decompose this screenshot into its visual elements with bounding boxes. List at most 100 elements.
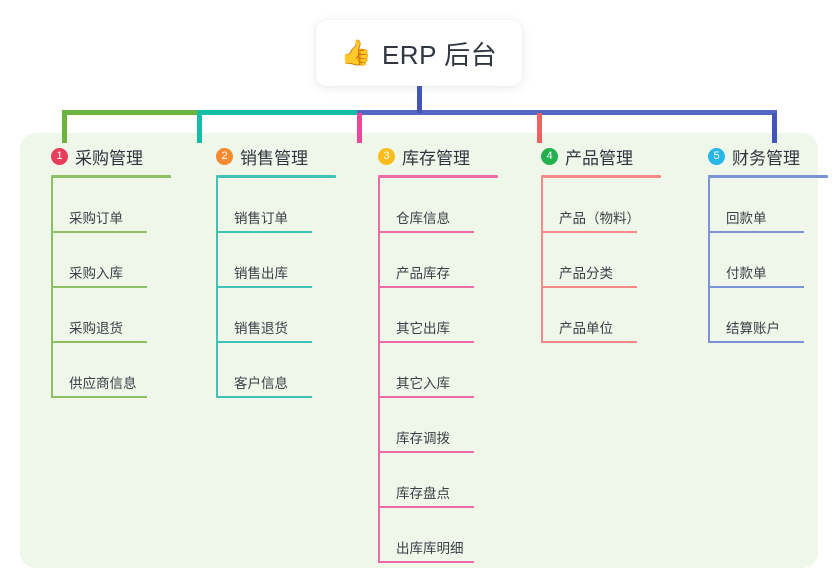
list-item-underline xyxy=(378,396,474,398)
column-header-finance[interactable]: 5 财务管理 xyxy=(690,143,839,169)
list-item[interactable]: 库存盘点 xyxy=(378,453,520,508)
list-item[interactable]: 客户信息 xyxy=(216,343,358,398)
column-spine-purchase xyxy=(51,178,53,398)
list-item[interactable]: 采购退货 xyxy=(51,288,193,343)
badge-number-icon: 2 xyxy=(216,147,233,165)
list-item-underline xyxy=(51,231,147,233)
column-title-finance: 财务管理 xyxy=(732,148,800,168)
list-item-underline xyxy=(51,286,147,288)
list-item-underline xyxy=(378,561,474,563)
column-spine-inventory xyxy=(378,178,380,563)
list-item-underline xyxy=(541,286,637,288)
list-item-label: 客户信息 xyxy=(234,376,288,391)
bus-segment-green xyxy=(62,110,197,115)
list-item-underline xyxy=(378,286,474,288)
bus-segment-teal xyxy=(197,110,357,115)
column-title-inventory: 库存管理 xyxy=(402,148,470,168)
list-item-label: 采购入库 xyxy=(69,266,123,281)
list-item-label: 产品单位 xyxy=(559,321,613,336)
list-item-label: 库存调拨 xyxy=(396,431,450,446)
list-item[interactable]: 付款单 xyxy=(708,233,839,288)
list-item[interactable]: 结算账户 xyxy=(708,288,839,343)
column-header-inventory[interactable]: 3 库存管理 xyxy=(360,143,520,169)
list-item[interactable]: 其它入库 xyxy=(378,343,520,398)
column-header-sales[interactable]: 2 销售管理 xyxy=(198,143,358,169)
badge-number-icon: 3 xyxy=(378,147,395,165)
column-inventory: 3 库存管理仓库信息产品库存其它出库其它入库库存调拨库存盘点出库库明细 xyxy=(360,143,520,563)
list-item[interactable]: 销售出库 xyxy=(216,233,358,288)
list-item-underline xyxy=(708,286,804,288)
column-sales: 2 销售管理销售订单销售出库销售退货客户信息 xyxy=(198,143,358,398)
drop-purchase xyxy=(62,113,67,143)
list-item-label: 产品分类 xyxy=(559,266,613,281)
list-item[interactable]: 产品（物料） xyxy=(541,178,683,233)
list-item[interactable]: 产品库存 xyxy=(378,233,520,288)
root-node-erp-backend[interactable]: 👍 ERP 后台 xyxy=(316,20,522,86)
list-item[interactable]: 产品单位 xyxy=(541,288,683,343)
list-item-underline xyxy=(708,231,804,233)
list-item-label: 出库库明细 xyxy=(396,541,464,556)
list-item[interactable]: 仓库信息 xyxy=(378,178,520,233)
list-item-underline xyxy=(216,286,312,288)
list-item-underline xyxy=(216,231,312,233)
list-item-underline xyxy=(708,341,804,343)
list-item[interactable]: 销售订单 xyxy=(216,178,358,233)
list-item-label: 采购订单 xyxy=(69,211,123,226)
list-item-underline xyxy=(378,451,474,453)
drop-sales xyxy=(197,113,202,143)
list-item-underline xyxy=(378,341,474,343)
drop-inventory xyxy=(357,113,362,143)
list-item[interactable]: 采购订单 xyxy=(51,178,193,233)
list-item-label: 其它入库 xyxy=(396,376,450,391)
list-item-label: 库存盘点 xyxy=(396,486,450,501)
diagram-panel xyxy=(20,133,818,568)
column-finance: 5 财务管理回款单付款单结算账户 xyxy=(690,143,839,343)
list-item[interactable]: 回款单 xyxy=(708,178,839,233)
column-items-purchase: 采购订单采购入库采购退货供应商信息 xyxy=(51,178,193,398)
column-spine-product xyxy=(541,178,543,343)
list-item[interactable]: 销售退货 xyxy=(216,288,358,343)
drop-product xyxy=(537,113,542,143)
list-item[interactable]: 供应商信息 xyxy=(51,343,193,398)
root-node-title: ERP 后台 xyxy=(381,39,498,70)
list-item-underline xyxy=(216,341,312,343)
list-item-underline xyxy=(51,341,147,343)
list-item-label: 其它出库 xyxy=(396,321,450,336)
list-item-underline xyxy=(541,231,637,233)
list-item-label: 付款单 xyxy=(726,266,767,281)
list-item[interactable]: 其它出库 xyxy=(378,288,520,343)
list-item-label: 仓库信息 xyxy=(396,211,450,226)
list-item-underline xyxy=(541,341,637,343)
column-underline-finance xyxy=(708,175,828,178)
list-item[interactable]: 产品分类 xyxy=(541,233,683,288)
list-item-underline xyxy=(378,231,474,233)
badge-number-icon: 4 xyxy=(541,147,558,165)
column-product: 4 产品管理产品（物料） 产品分类产品单位 xyxy=(523,143,683,343)
root-stem-connector xyxy=(417,84,422,113)
list-item-label: 结算账户 xyxy=(726,321,780,336)
column-items-product: 产品（物料） 产品分类产品单位 xyxy=(541,178,683,343)
list-item-label: 销售退货 xyxy=(234,321,288,336)
column-underline-product xyxy=(541,175,661,178)
column-title-product: 产品管理 xyxy=(565,148,633,168)
list-item[interactable]: 出库库明细 xyxy=(378,508,520,563)
list-item-label: 供应商信息 xyxy=(69,376,137,391)
column-title-sales: 销售管理 xyxy=(240,148,308,168)
list-item-underline xyxy=(51,396,147,398)
column-header-product[interactable]: 4 产品管理 xyxy=(523,143,683,169)
list-item[interactable]: 库存调拨 xyxy=(378,398,520,453)
list-item-label: 产品（物料） xyxy=(559,211,640,226)
badge-number-icon: 5 xyxy=(708,147,725,165)
list-item[interactable]: 采购入库 xyxy=(51,233,193,288)
list-item-underline xyxy=(378,506,474,508)
bus-segment-indigo xyxy=(357,110,777,115)
list-item-label: 销售订单 xyxy=(234,211,288,226)
column-items-inventory: 仓库信息产品库存其它出库其它入库库存调拨库存盘点出库库明细 xyxy=(378,178,520,563)
column-underline-inventory xyxy=(378,175,498,178)
column-spine-sales xyxy=(216,178,218,398)
column-underline-sales xyxy=(216,175,336,178)
column-items-finance: 回款单付款单结算账户 xyxy=(708,178,839,343)
list-item-label: 销售出库 xyxy=(234,266,288,281)
